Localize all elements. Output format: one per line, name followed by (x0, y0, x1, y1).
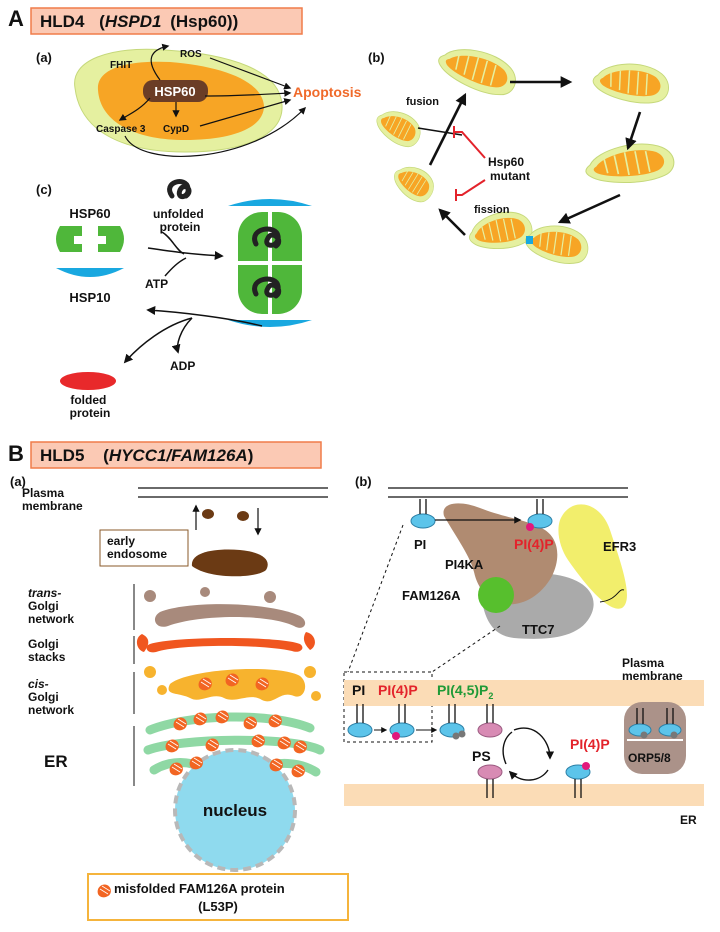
nucleus-label: nucleus (203, 801, 267, 820)
early-endosome (191, 549, 268, 577)
er-right-label: ER (680, 813, 697, 827)
pi4p-pin-top (526, 498, 553, 531)
section-b-letter: B (8, 441, 24, 466)
mutant-inhibition (453, 126, 486, 201)
efr3-label: EFR3 (603, 539, 636, 554)
early-endosome-label: early endosome (107, 534, 167, 561)
legend-label: misfolded FAM126A protein (L53P) (114, 881, 288, 914)
section-a-title: HLD4 (HSPD1 (Hsp60)) (40, 12, 238, 31)
fam126a-label: FAM126A (402, 588, 461, 603)
trans-golgi (144, 587, 306, 628)
folded-protein-icon (60, 372, 116, 390)
mito-fragment-1 (370, 102, 427, 153)
hsp60-label: HSP60 (154, 84, 195, 99)
pi-label: PI (414, 537, 426, 552)
mito-fused-2 (590, 57, 673, 108)
section-b-title-gene: HYCC1/FAM126A (109, 446, 248, 465)
pi4ka-label: PI4KA (445, 557, 484, 572)
unfolded-protein-label: unfolded protein (153, 207, 207, 234)
section-a-title-suffix: (Hsp60) (170, 12, 232, 31)
chaperonin-complex (228, 199, 312, 327)
section-a-title-gene: HSPD1 (105, 12, 162, 31)
unfolded-protein-icon (167, 179, 192, 199)
cis-golgi (144, 666, 321, 702)
apoptosis-label: Apoptosis (293, 84, 362, 100)
chaperonin-arrows (123, 231, 263, 364)
section-b-title-box (30, 441, 322, 469)
panel-a-c-label: (c) (36, 182, 52, 197)
ps-label: PS (472, 748, 491, 764)
panel-a-b-label: (b) (368, 50, 385, 65)
hsp60-box (143, 80, 208, 102)
er-lipid-pins (477, 762, 591, 798)
atp-label: ATP (145, 277, 168, 291)
plasma-membrane-lines (138, 487, 328, 498)
ttc7-label: TTC7 (522, 622, 555, 637)
hsp10-lid (56, 268, 124, 277)
plasma-membrane-band (344, 680, 704, 706)
apoptosis-arrows (118, 43, 307, 157)
mito-dividing (465, 208, 593, 269)
cypd-label: CypD (163, 124, 189, 135)
pi4p-row-label: PI(4)P (378, 682, 418, 698)
hsp60-rings (56, 226, 124, 252)
fusion-label: fusion (406, 96, 439, 108)
panel-b-b-label: (b) (355, 474, 372, 489)
orp-label: ORP5/8 (628, 751, 671, 765)
hsp60-c-label: HSP60 (69, 206, 110, 221)
golgi-stacks (136, 632, 315, 653)
efr3-protein (558, 504, 627, 609)
hsp10-c-label: HSP10 (69, 290, 110, 305)
hsp60-mutant-label: Hsp60 mutant (488, 155, 530, 183)
pi4p-er-label: PI(4)P (570, 736, 610, 752)
cis-golgi-label: cis- Golgi network (28, 677, 74, 717)
trans-golgi-label: trans- Golgi network (28, 586, 74, 626)
mito-fused-1 (432, 37, 523, 103)
folded-protein-label: folded protein (70, 393, 111, 420)
pi-pin-top (410, 498, 436, 529)
mito-fragment-2 (387, 157, 441, 208)
panel-a-a-label: (a) (36, 50, 52, 65)
nucleus (173, 748, 297, 872)
orp5-8-protein (624, 702, 686, 774)
fam126a-protein (478, 577, 514, 613)
plasma-membrane-right-label: Plasma membrane (622, 656, 683, 683)
section-a-title-box (30, 7, 303, 35)
lipid-exchange-cycle (502, 727, 555, 781)
er-membrane-band (344, 784, 704, 806)
pip2-row-label: PI(4,5)P2 (437, 682, 493, 701)
dynamics-arrows (417, 76, 642, 236)
section-a-letter: A (8, 6, 24, 31)
golgi-stacks-label: Golgi stacks (28, 637, 66, 664)
ros-label: ROS (180, 49, 202, 60)
efr3-tether (599, 589, 625, 603)
fhit-label: FHIT (110, 60, 132, 71)
top-plasma-membrane-lines (388, 487, 628, 498)
zoom-guides (343, 524, 501, 743)
adp-label: ADP (170, 359, 195, 373)
plasma-membrane-label: Plasma membrane (22, 486, 83, 513)
pi4p-label: PI(4)P (514, 536, 554, 552)
legend-box (87, 873, 349, 921)
pi-row-label: PI (352, 682, 365, 698)
section-b-title: HLD5 (HYCC1/FAM126A) (40, 446, 253, 465)
panel-b-a-label: (a) (10, 474, 26, 489)
caspase-label: Caspase 3 (96, 124, 146, 135)
er-label-left: ER (44, 752, 68, 771)
fission-label: fission (474, 204, 510, 216)
mito-fused-3 (582, 139, 677, 188)
section-a-title-prefix: HLD4 (40, 12, 85, 31)
section-b-title-prefix: HLD5 (40, 446, 84, 465)
early-endosome-box (99, 529, 189, 567)
membrane-lipid-pins (347, 704, 503, 740)
vesicle-traffic (192, 504, 262, 536)
